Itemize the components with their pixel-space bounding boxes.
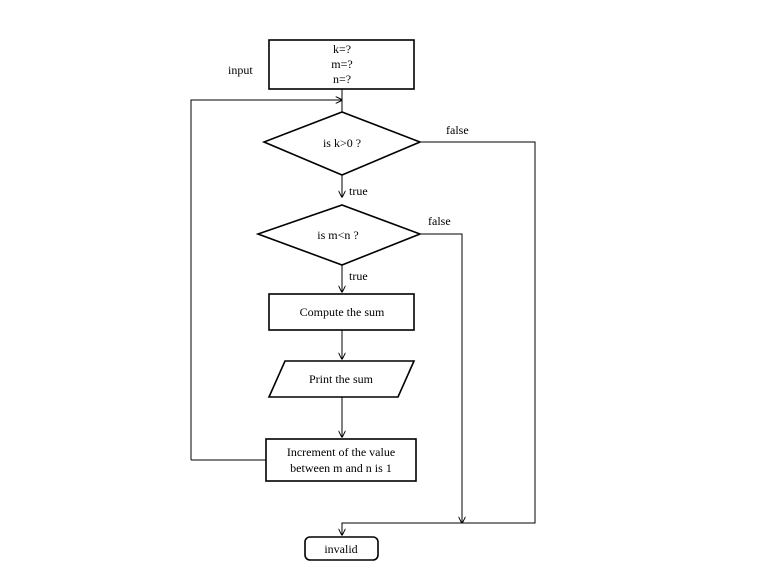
print-text: Print the sum [309, 372, 374, 386]
input-box [268, 39, 415, 90]
increment-line-2: between m and n is 1 [290, 461, 392, 475]
decision-k-diamond [261, 111, 423, 176]
compute-node: Compute the sum [268, 293, 415, 331]
input-label: input [228, 63, 253, 77]
compute-text: Compute the sum [300, 305, 385, 319]
input-line-n: n=? [333, 72, 351, 86]
decision-k-text: is k>0 ? [323, 136, 361, 150]
terminal-box [304, 536, 379, 561]
increment-box [265, 438, 417, 482]
compute-box [268, 293, 415, 331]
terminal-node: invalid [304, 536, 379, 561]
input-node: k=? m=? n=? [268, 39, 415, 90]
decision-k-false-label: false [446, 123, 469, 137]
input-line-m: m=? [331, 57, 352, 71]
connectors [190, 89, 536, 535]
connector-loop-back [190, 100, 342, 460]
decision-m-true-label: true [349, 269, 368, 283]
decision-m-false-label: false [428, 214, 451, 228]
decision-k-node: is k>0 ? [261, 111, 423, 176]
connector-m-false [420, 233, 462, 523]
increment-line-1: Increment of the value [287, 445, 395, 459]
decision-k-true-label: true [349, 184, 368, 198]
terminal-text: invalid [324, 542, 357, 556]
print-parallelogram [267, 360, 416, 398]
connector-k-false [342, 141, 536, 535]
decision-m-diamond [255, 204, 423, 266]
print-node: Print the sum [267, 360, 416, 398]
decision-m-node: is m<n ? [255, 204, 423, 266]
decision-m-text: is m<n ? [317, 228, 358, 242]
increment-node: Increment of the value between m and n i… [265, 438, 417, 482]
input-line-k: k=? [333, 42, 351, 56]
